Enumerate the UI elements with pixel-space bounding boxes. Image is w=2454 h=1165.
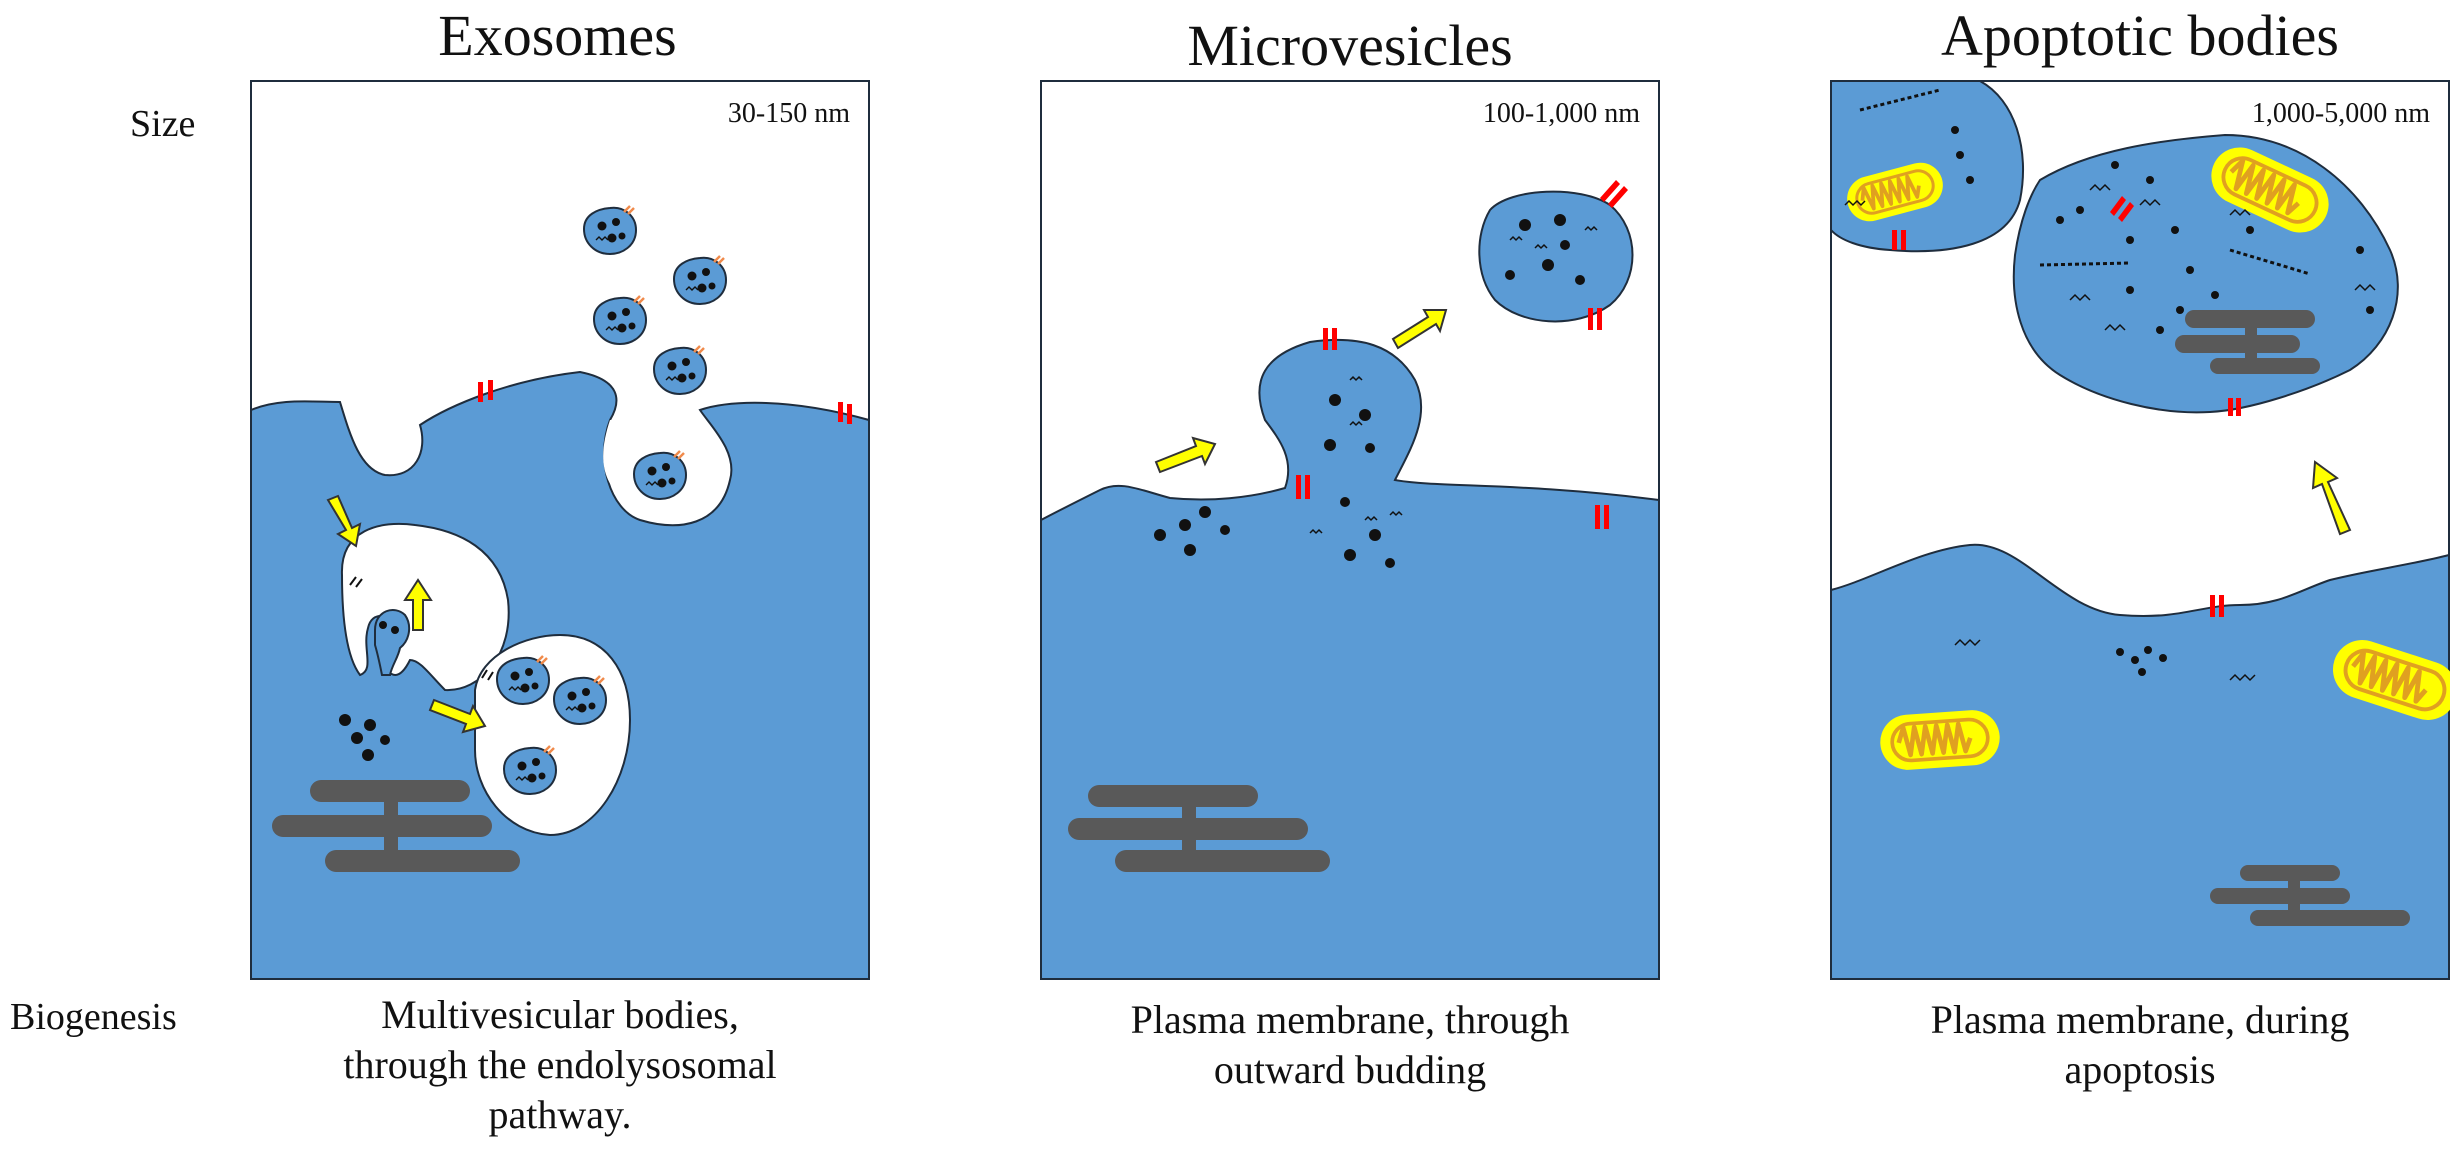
receptor-icon bbox=[1296, 180, 1628, 529]
apoptotic-bodies-title: Apoptotic bodies bbox=[1941, 3, 2339, 68]
exosomes-biogenesis-line-3: pathway. bbox=[488, 1092, 632, 1137]
exosomes-panel bbox=[250, 80, 870, 980]
exosomes-title: Exosomes bbox=[438, 3, 677, 68]
exosomes-biogenesis-line-2: through the endolysosomal bbox=[343, 1042, 777, 1087]
golgi-apparatus bbox=[2210, 865, 2410, 926]
microvesicles-biogenesis-line-1: Plasma membrane, through bbox=[1130, 997, 1570, 1042]
arrow-icon bbox=[2311, 460, 2352, 536]
released-microvesicle bbox=[1478, 190, 1634, 323]
apoptotic-bodies-size-value: 1,000-5,000 nm bbox=[2251, 98, 2430, 129]
early-endosome bbox=[340, 522, 510, 692]
biogenesis-row-label: Biogenesis bbox=[10, 996, 177, 1038]
microvesicles-biogenesis: Plasma membrane, through outward budding bbox=[1040, 995, 1660, 1095]
receptor-icon bbox=[1892, 196, 2241, 617]
apoptotic-bodies-illustration bbox=[1830, 80, 2450, 980]
apoptotic-bodies-biogenesis-line-2: apoptosis bbox=[2064, 1047, 2216, 1092]
microvesicles-title: Microvesicles bbox=[1187, 13, 1513, 78]
apoptotic-bodies-panel bbox=[1830, 80, 2450, 980]
microvesicles-size-value: 100-1,000 nm bbox=[1482, 98, 1640, 129]
exosomes-biogenesis: Multivesicular bodies, through the endol… bbox=[260, 990, 860, 1140]
microvesicles-panel bbox=[1040, 80, 1660, 980]
apoptotic-bodies-biogenesis-line-1: Plasma membrane, during bbox=[1930, 997, 2350, 1042]
golgi-apparatus bbox=[272, 780, 520, 872]
exosomes-biogenesis-line-1: Multivesicular bodies, bbox=[381, 992, 739, 1037]
microvesicles-illustration bbox=[1040, 80, 1660, 980]
microvesicles-biogenesis-line-2: outward budding bbox=[1213, 1047, 1487, 1092]
arrow-icon bbox=[326, 494, 487, 734]
golgi-apparatus bbox=[1068, 785, 1330, 872]
receptor-icon bbox=[478, 380, 852, 424]
arrow-icon bbox=[1154, 309, 1448, 474]
exosomes-size-value: 30-150 nm bbox=[727, 98, 850, 129]
exosomes-illustration bbox=[250, 80, 870, 980]
size-row-label: Size bbox=[130, 103, 196, 145]
cargo-dots bbox=[339, 714, 390, 761]
apoptotic-bodies-biogenesis: Plasma membrane, during apoptosis bbox=[1830, 995, 2450, 1095]
